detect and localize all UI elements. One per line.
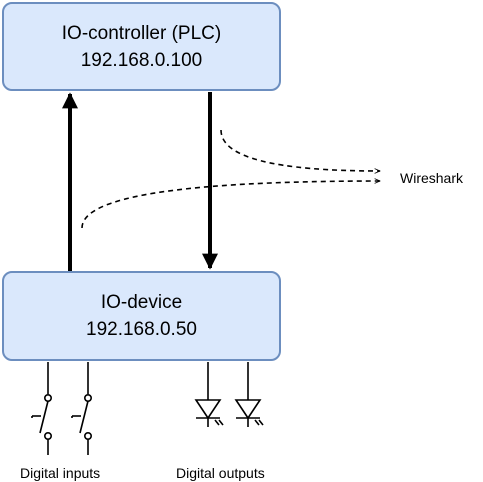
- controller-ip: 192.168.0.100: [80, 49, 203, 71]
- output-led-1-icon: [194, 362, 224, 427]
- device-ip: 192.168.0.50: [86, 319, 197, 340]
- controller-name: IO-controller (PLC): [61, 22, 222, 44]
- wireshark-label: Wireshark: [400, 170, 464, 186]
- device-name: IO-device: [100, 292, 183, 313]
- digital-outputs-label: Digital outputs: [176, 465, 265, 481]
- mirror-path-uplink: [81, 181, 380, 229]
- io-controller-node: IO-controller (PLC) 192.168.0.100: [2, 2, 281, 91]
- mirror-path-downlink: [220, 129, 380, 171]
- digital-inputs-label: Digital inputs: [20, 465, 101, 481]
- input-switch-1-icon: [31, 362, 52, 455]
- output-led-2-icon: [234, 362, 264, 427]
- input-switch-2-icon: [71, 362, 93, 455]
- io-device-node: IO-device 192.168.0.50: [2, 271, 281, 361]
